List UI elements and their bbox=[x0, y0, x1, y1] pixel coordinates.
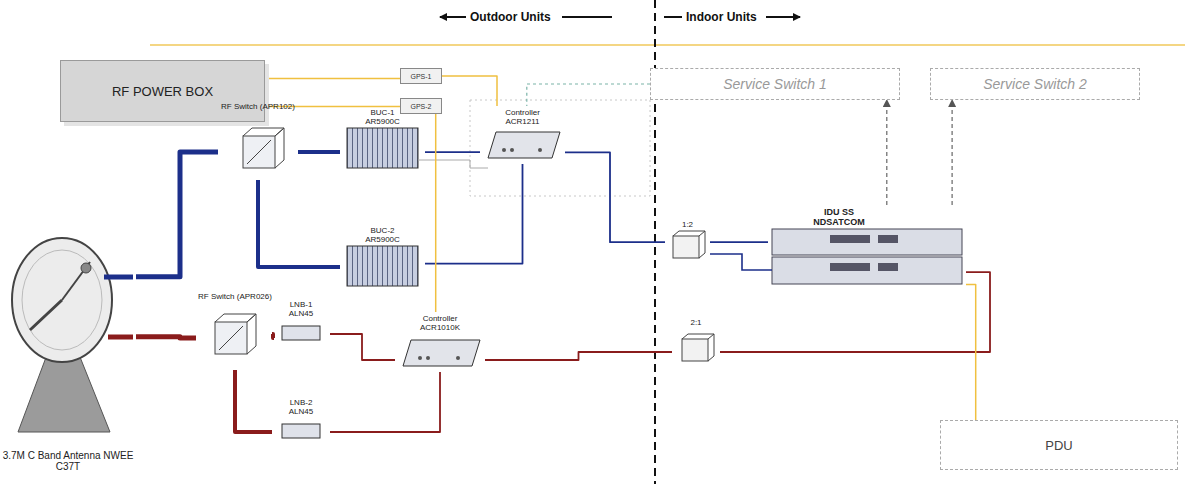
connector bbox=[265, 78, 400, 80]
connector bbox=[435, 114, 437, 312]
node-label: BUC-2 bbox=[370, 226, 394, 235]
node-label: ACR1211 bbox=[505, 117, 539, 126]
device-box: LNB-2ALN45 bbox=[272, 396, 330, 444]
device-box: 1:2 bbox=[665, 218, 710, 262]
connector bbox=[235, 370, 272, 432]
node-label: 2:1 bbox=[690, 318, 701, 327]
device-box: ControllerACR1010K bbox=[395, 312, 485, 372]
splitter bbox=[673, 231, 714, 361]
node-label: RF Switch (APR102) bbox=[221, 102, 295, 111]
connector bbox=[136, 152, 218, 277]
rf-switch-symbol bbox=[215, 128, 284, 354]
node-label: RF POWER BOX bbox=[112, 84, 213, 99]
header-arrow bbox=[766, 16, 800, 18]
node-label: PDU bbox=[1045, 438, 1072, 453]
connector bbox=[710, 241, 768, 243]
lnb-unit bbox=[282, 326, 320, 438]
header-dash bbox=[664, 16, 682, 18]
header-arrow bbox=[440, 16, 466, 18]
device-box: GPS-2 bbox=[400, 98, 442, 114]
header-dash bbox=[562, 16, 612, 18]
antenna-dish bbox=[12, 238, 133, 432]
controller-unit bbox=[403, 132, 560, 366]
node-label: AR5900C bbox=[365, 235, 400, 244]
node-label: GPS-2 bbox=[410, 103, 431, 110]
device-box: RF Switch (APR026) bbox=[196, 290, 274, 370]
region-outline bbox=[470, 100, 650, 196]
node-label: AR5900C bbox=[365, 117, 400, 126]
buc-unit bbox=[347, 128, 418, 286]
device-box: Service Switch 2 bbox=[930, 68, 1140, 100]
device-box: BUC-1AR5900C bbox=[340, 106, 425, 172]
node-label: LNB-2 bbox=[290, 398, 313, 407]
connector bbox=[966, 285, 976, 421]
connector bbox=[527, 84, 650, 106]
connector bbox=[272, 334, 274, 338]
device-box: GPS-1 bbox=[400, 68, 442, 84]
control-wire bbox=[418, 160, 488, 168]
device-box: Service Switch 1 bbox=[650, 68, 900, 100]
connector bbox=[442, 76, 497, 106]
node-label: LNB-1 bbox=[290, 300, 313, 309]
device-box: ControllerACR1211 bbox=[480, 106, 565, 164]
device-box: IDU SS NDSATCOM bbox=[768, 205, 966, 287]
node-label: ALN45 bbox=[289, 309, 313, 318]
node-label: Service Switch 2 bbox=[983, 76, 1086, 92]
connector bbox=[485, 352, 672, 360]
connector bbox=[951, 100, 952, 205]
connector bbox=[298, 150, 340, 154]
device-box: BUC-2AR5900C bbox=[340, 224, 425, 290]
device-box: 2:1 bbox=[672, 316, 720, 364]
node-label: RF Switch (APR026) bbox=[198, 292, 272, 301]
node-label: ACR1010K bbox=[420, 323, 460, 332]
connector bbox=[425, 151, 480, 153]
connector bbox=[330, 372, 440, 432]
connector bbox=[720, 272, 990, 352]
node-label: GPS-1 bbox=[410, 73, 431, 80]
section-label: Indoor Units bbox=[686, 10, 757, 24]
node-label: 3.7M C Band Antenna NWEE C37T bbox=[0, 450, 136, 472]
node-label: Service Switch 1 bbox=[723, 76, 826, 92]
connector bbox=[565, 152, 665, 242]
device-box: PDU bbox=[940, 420, 1178, 470]
device-box: LNB-1ALN45 bbox=[272, 298, 330, 346]
connector bbox=[886, 100, 887, 205]
connector bbox=[258, 180, 340, 267]
section-label: Outdoor Units bbox=[470, 10, 551, 24]
coax-line bbox=[710, 254, 772, 270]
node-label: BUC-1 bbox=[370, 108, 394, 117]
modem-unit bbox=[772, 229, 962, 284]
connector bbox=[330, 334, 395, 360]
node-label: ALN45 bbox=[289, 407, 313, 416]
connector bbox=[136, 337, 196, 338]
connector bbox=[425, 164, 523, 264]
device-box: RF POWER BOX bbox=[60, 60, 265, 122]
power-line bbox=[150, 44, 1185, 46]
node-label: Controller bbox=[505, 108, 540, 117]
device-box: 3.7M C Band Antenna NWEE C37T bbox=[0, 236, 136, 476]
node-label: 1:2 bbox=[682, 220, 693, 229]
device-box: RF Switch (APR102) bbox=[218, 100, 298, 180]
node-label: Controller bbox=[423, 314, 458, 323]
node-label: IDU SS NDSATCOM bbox=[808, 207, 870, 228]
